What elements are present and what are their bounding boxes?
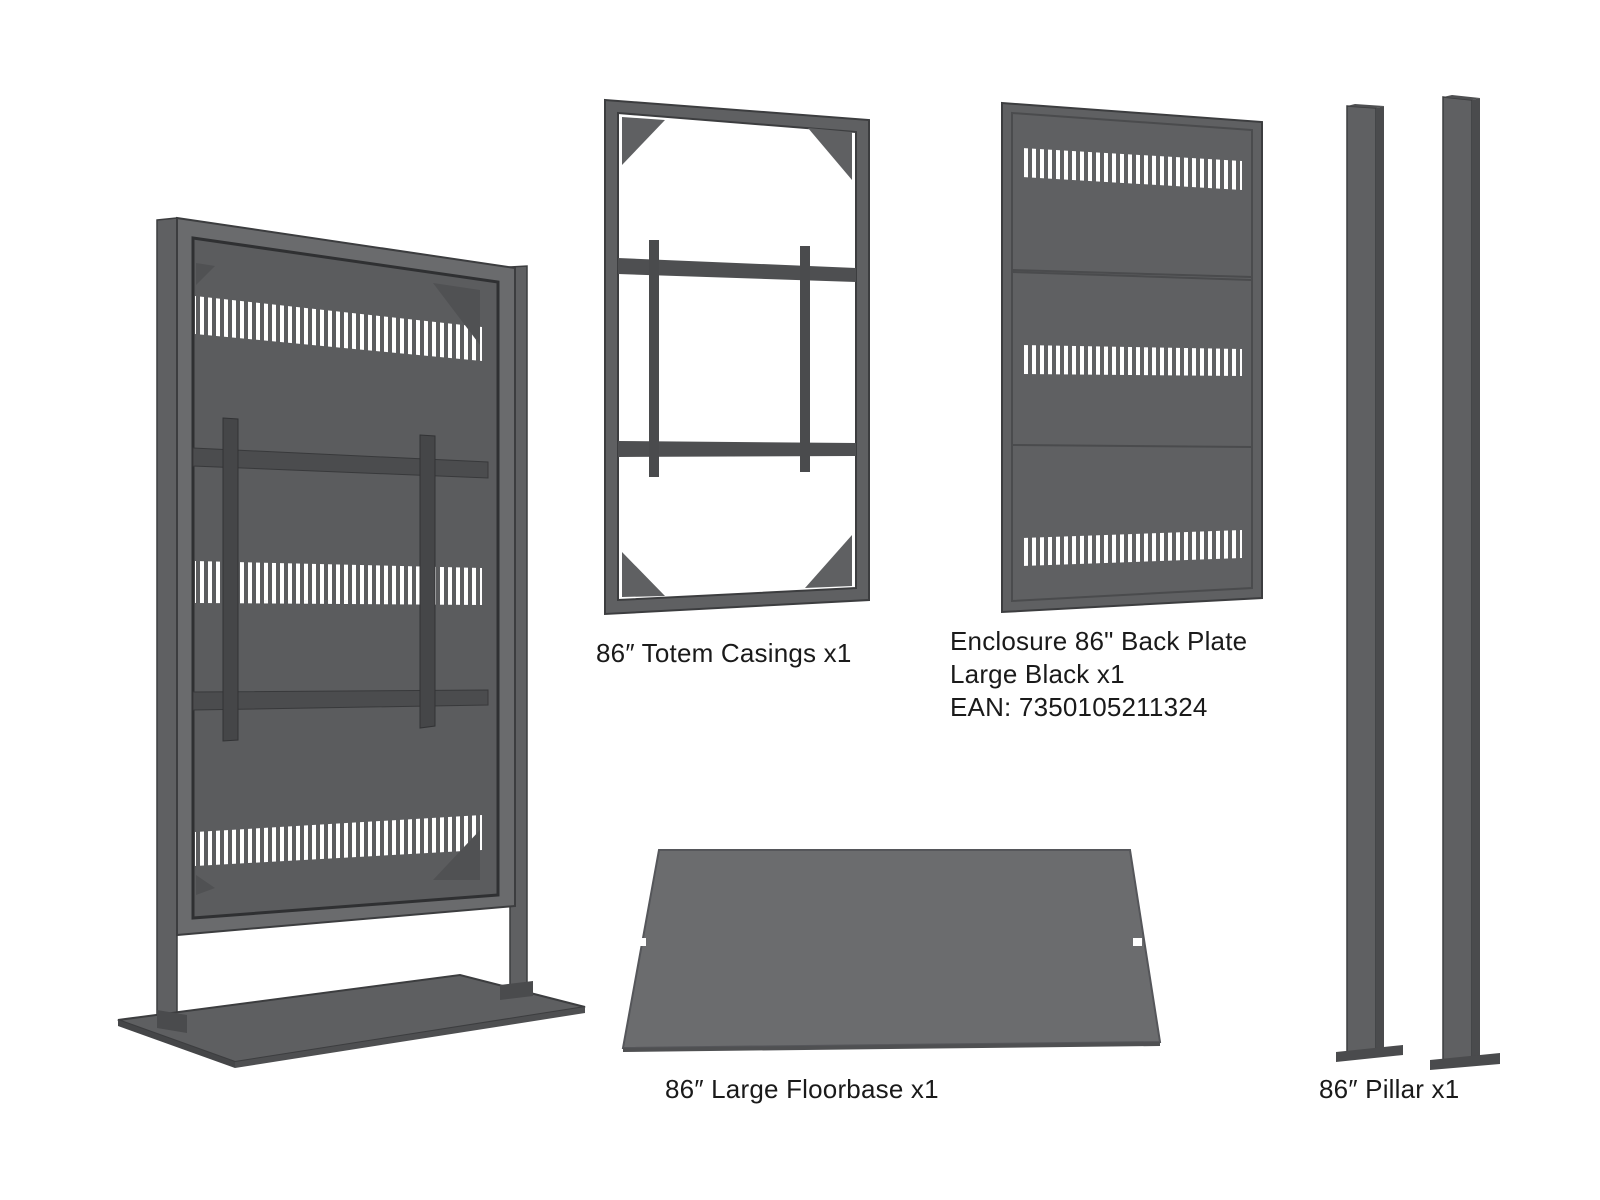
assembled-totem [117, 216, 586, 1068]
floorbase-label: 86″ Large Floorbase x1 [665, 1074, 939, 1104]
back-plate-label: Enclosure 86" Back Plate Large Black x1 … [950, 625, 1247, 724]
floorbase-illustration [621, 849, 1162, 1052]
back-plate-illustration [1001, 101, 1263, 614]
back-plate-ean: EAN: 7350105211324 [950, 692, 1208, 722]
pillar-label: 86″ Pillar x1 [1319, 1074, 1460, 1104]
totem-casing-illustration [604, 98, 870, 616]
back-plate-line-2: Large Black x1 [950, 659, 1125, 689]
back-plate-line-1: Enclosure 86" Back Plate [950, 626, 1248, 656]
totem-casings-label: 86″ Totem Casings x1 [596, 638, 852, 668]
pillars-illustration [1336, 95, 1500, 1070]
